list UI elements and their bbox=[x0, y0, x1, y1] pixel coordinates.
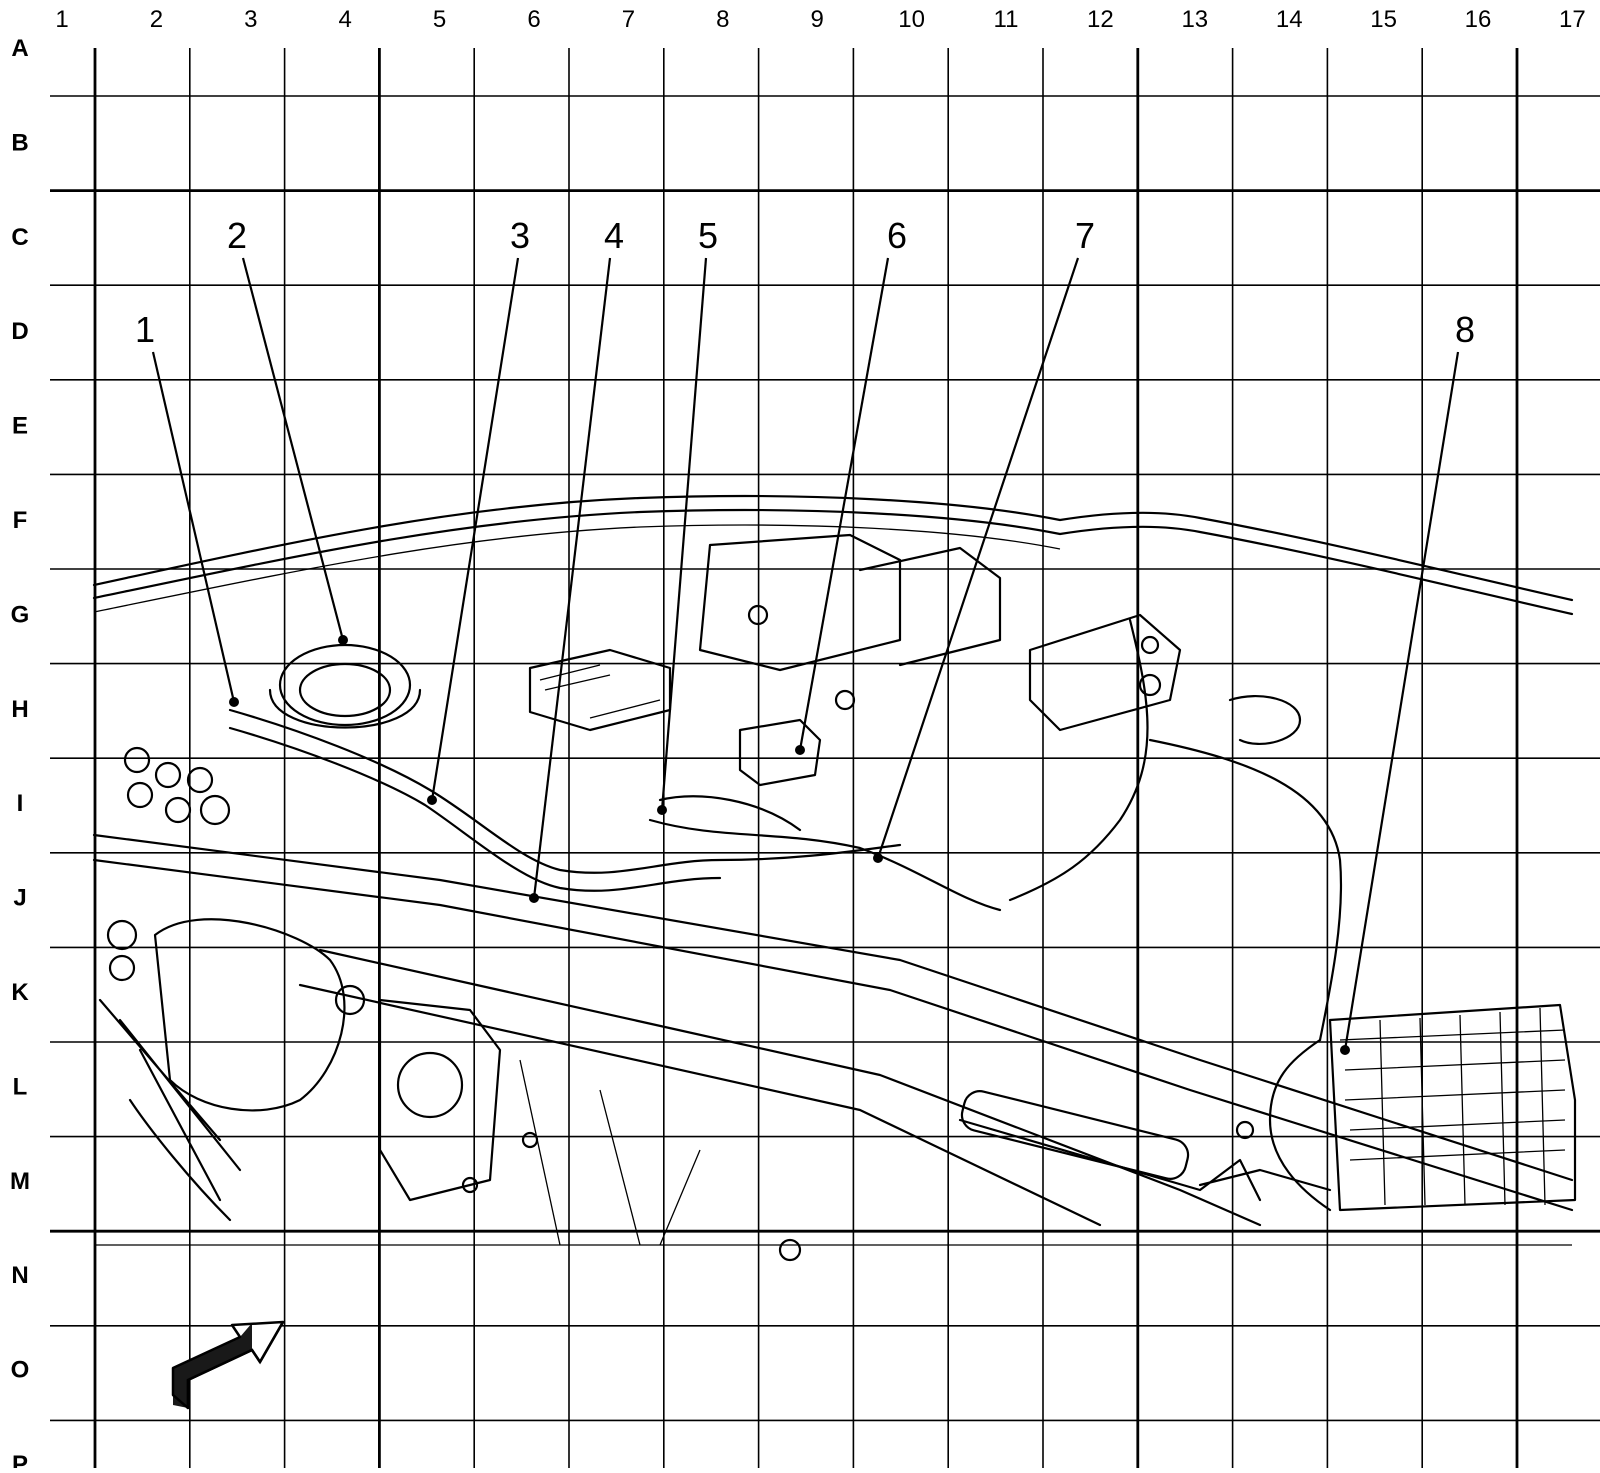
callout-target-dot bbox=[427, 795, 437, 805]
callout-number: 1 bbox=[135, 309, 155, 350]
callout-target-dot bbox=[657, 805, 667, 815]
reference-grid bbox=[50, 48, 1600, 1468]
callout-number: 4 bbox=[604, 215, 624, 256]
callout-number: 7 bbox=[1075, 215, 1095, 256]
grid-column-label: 10 bbox=[898, 6, 925, 33]
grid-column-label: 5 bbox=[433, 6, 446, 33]
grid-column-label: 16 bbox=[1465, 6, 1492, 33]
callout-number: 6 bbox=[887, 215, 907, 256]
grid-row-label: F bbox=[13, 507, 28, 534]
grid-column-label: 1 bbox=[55, 6, 68, 33]
grid-row-label: P bbox=[12, 1451, 28, 1468]
grid-column-label: 7 bbox=[622, 6, 635, 33]
grid-row-label: H bbox=[11, 696, 28, 723]
callout-leader-line bbox=[798, 257, 890, 751]
callout-number: 8 bbox=[1455, 309, 1475, 350]
grid-row-label: J bbox=[13, 885, 26, 912]
callout-leader-line bbox=[241, 257, 345, 641]
view-direction-arrow-icon bbox=[171, 1320, 285, 1410]
grid-row-label: D bbox=[11, 318, 28, 345]
engine-compartment-illustration bbox=[92, 494, 1577, 1262]
callout-leader-line bbox=[532, 257, 612, 899]
grid-row-label: B bbox=[11, 129, 28, 156]
grid-column-label: 4 bbox=[339, 6, 352, 33]
callout-leader-line bbox=[660, 257, 708, 811]
grid-column-label: 17 bbox=[1559, 6, 1586, 33]
callout-number: 2 bbox=[227, 215, 247, 256]
callout-target-dot bbox=[873, 853, 883, 863]
callout-target-dot bbox=[1340, 1045, 1350, 1055]
callout-leader-line bbox=[430, 257, 520, 801]
callout-target-dot bbox=[229, 697, 239, 707]
grid-column-label: 11 bbox=[994, 6, 1019, 33]
grid-column-label: 12 bbox=[1087, 6, 1114, 33]
callout-target-dot bbox=[529, 893, 539, 903]
callout-number: 5 bbox=[698, 215, 718, 256]
grid-row-label: A bbox=[11, 35, 28, 62]
grid-row-label: E bbox=[12, 413, 28, 440]
callout-target-dot bbox=[338, 635, 348, 645]
grid-column-label: 9 bbox=[811, 6, 824, 33]
grid-column-label: 2 bbox=[150, 6, 163, 33]
grid-row-label: G bbox=[11, 601, 30, 628]
grid-row-labels: A B C D E F G H I J K L M N O P bbox=[10, 35, 30, 1473]
grid-row-label: N bbox=[11, 1262, 28, 1289]
callout-group: 1 2 3 4 5 6 7 8 bbox=[135, 215, 1475, 1055]
callout-target-dot bbox=[795, 745, 805, 755]
callout-leader-line bbox=[1343, 351, 1460, 1051]
grid-column-label: 13 bbox=[1181, 6, 1208, 33]
grid-row-label: M bbox=[10, 1168, 30, 1195]
grid-row-label: L bbox=[13, 1073, 28, 1100]
callout-leader-line bbox=[876, 257, 1080, 859]
grid-column-label: 6 bbox=[527, 6, 540, 33]
callout-number: 3 bbox=[510, 215, 530, 256]
grid-column-label: 15 bbox=[1370, 6, 1397, 33]
grid-row-label: K bbox=[11, 979, 29, 1006]
grid-row-label: I bbox=[17, 790, 24, 817]
grid-row-label: O bbox=[11, 1357, 30, 1384]
grid-column-label: 3 bbox=[244, 6, 257, 33]
callout-leader-line bbox=[151, 351, 236, 703]
grid-column-label: 8 bbox=[716, 6, 729, 33]
grid-row-label: C bbox=[11, 224, 28, 251]
grid-column-label: 14 bbox=[1276, 6, 1303, 33]
